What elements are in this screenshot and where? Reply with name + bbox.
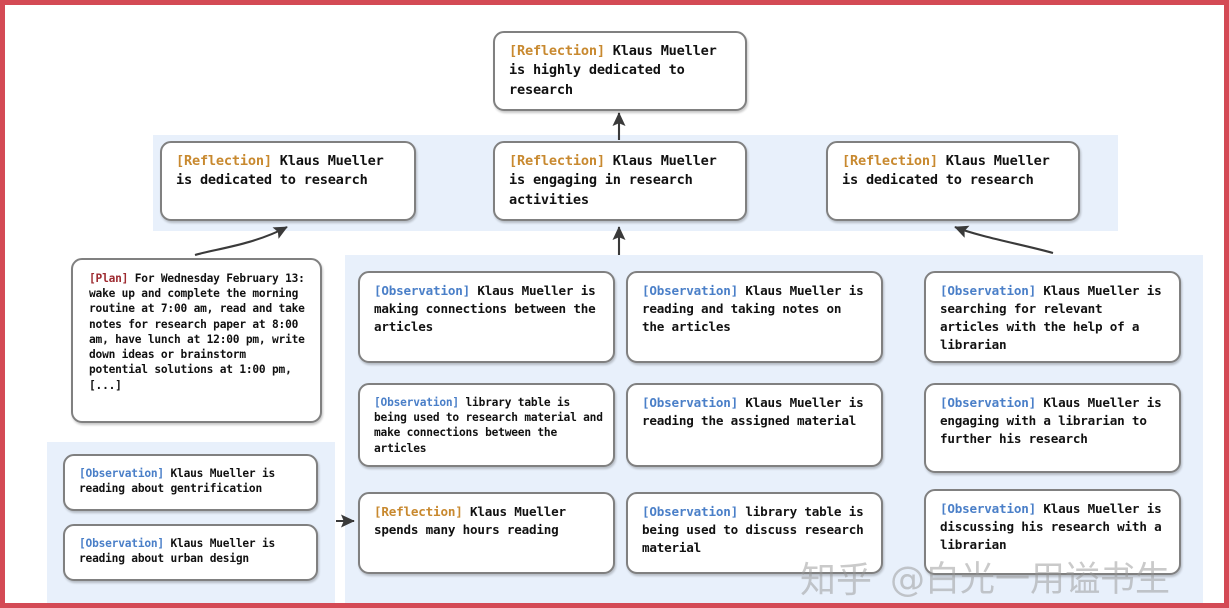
- node-mid-reflection-left[interactable]: [Reflection] Klaus Mueller is dedicated …: [160, 141, 416, 221]
- node-text: Klaus Mueller is reading and taking note…: [642, 283, 871, 334]
- node-text: Klaus Mueller is reading about gentrific…: [79, 467, 282, 496]
- node-observation-c3-1[interactable]: [Observation] Klaus Mueller is reading a…: [626, 271, 883, 363]
- node-observation-c3-3[interactable]: [Observation] library table is being use…: [626, 492, 883, 574]
- node-tag: [Reflection]: [509, 43, 605, 59]
- node-tag: [Observation]: [940, 283, 1036, 298]
- node-tag: [Observation]: [642, 283, 738, 298]
- node-text: Klaus Mueller is discussing his research…: [940, 501, 1169, 552]
- node-text: Klaus Mueller is highly dedicated to res…: [509, 43, 725, 98]
- node-tag: [Observation]: [642, 395, 738, 410]
- node-observation-c4-2[interactable]: [Observation] Klaus Mueller is engaging …: [924, 383, 1181, 473]
- node-tag: [Observation]: [940, 501, 1036, 516]
- node-tag: [Observation]: [374, 396, 459, 409]
- node-tag: [Reflection]: [374, 504, 463, 519]
- node-observation-c4-1[interactable]: [Observation] Klaus Mueller is searching…: [924, 271, 1181, 363]
- node-tag: [Observation]: [374, 283, 470, 298]
- node-observation-c3-2[interactable]: [Observation] Klaus Mueller is reading t…: [626, 383, 883, 467]
- node-mid-reflection-right[interactable]: [Reflection] Klaus Mueller is dedicated …: [826, 141, 1080, 221]
- node-tag: [Plan]: [89, 272, 129, 285]
- node-tag: [Observation]: [79, 537, 164, 550]
- node-observation-left-2[interactable]: [Observation] Klaus Mueller is reading a…: [63, 524, 318, 581]
- node-plan[interactable]: [Plan] For Wednesday February 13: wake u…: [71, 258, 322, 423]
- node-text: Klaus Mueller is searching for relevant …: [940, 283, 1169, 352]
- node-observation-c4-3[interactable]: [Observation] Klaus Mueller is discussin…: [924, 489, 1181, 575]
- node-tag: [Reflection]: [176, 153, 272, 169]
- node-text: Klaus Mueller is dedicated to research: [176, 153, 392, 189]
- node-tag: [Reflection]: [842, 153, 938, 169]
- node-text: Klaus Mueller is engaging with a librari…: [940, 395, 1169, 446]
- node-mid-reflection-center[interactable]: [Reflection] Klaus Mueller is engaging i…: [493, 141, 747, 221]
- node-root-reflection[interactable]: [Reflection] Klaus Mueller is highly ded…: [493, 31, 747, 111]
- node-text: Klaus Mueller spends many hours reading: [374, 504, 574, 537]
- node-text: library table is being used to research …: [374, 396, 610, 455]
- node-text: library table is being used to discuss r…: [642, 504, 871, 555]
- node-observation-c2-2[interactable]: [Observation] library table is being use…: [358, 383, 615, 467]
- node-text: For Wednesday February 13: wake up and c…: [89, 272, 312, 392]
- node-text: Klaus Mueller is engaging in research ac…: [509, 153, 725, 208]
- node-reflection-c2-3[interactable]: [Reflection] Klaus Mueller spends many h…: [358, 492, 615, 574]
- node-observation-c2-1[interactable]: [Observation] Klaus Mueller is making co…: [358, 271, 615, 363]
- node-text: Klaus Mueller is reading the assigned ma…: [642, 395, 871, 428]
- node-tag: [Observation]: [940, 395, 1036, 410]
- node-tag: [Observation]: [642, 504, 738, 519]
- node-tag: [Observation]: [79, 467, 164, 480]
- node-text: Klaus Mueller is reading about urban des…: [79, 537, 282, 566]
- node-tag: [Reflection]: [509, 153, 605, 169]
- node-text: Klaus Mueller is making connections betw…: [374, 283, 603, 334]
- node-text: Klaus Mueller is dedicated to research: [842, 153, 1058, 189]
- node-observation-left-1[interactable]: [Observation] Klaus Mueller is reading a…: [63, 454, 318, 511]
